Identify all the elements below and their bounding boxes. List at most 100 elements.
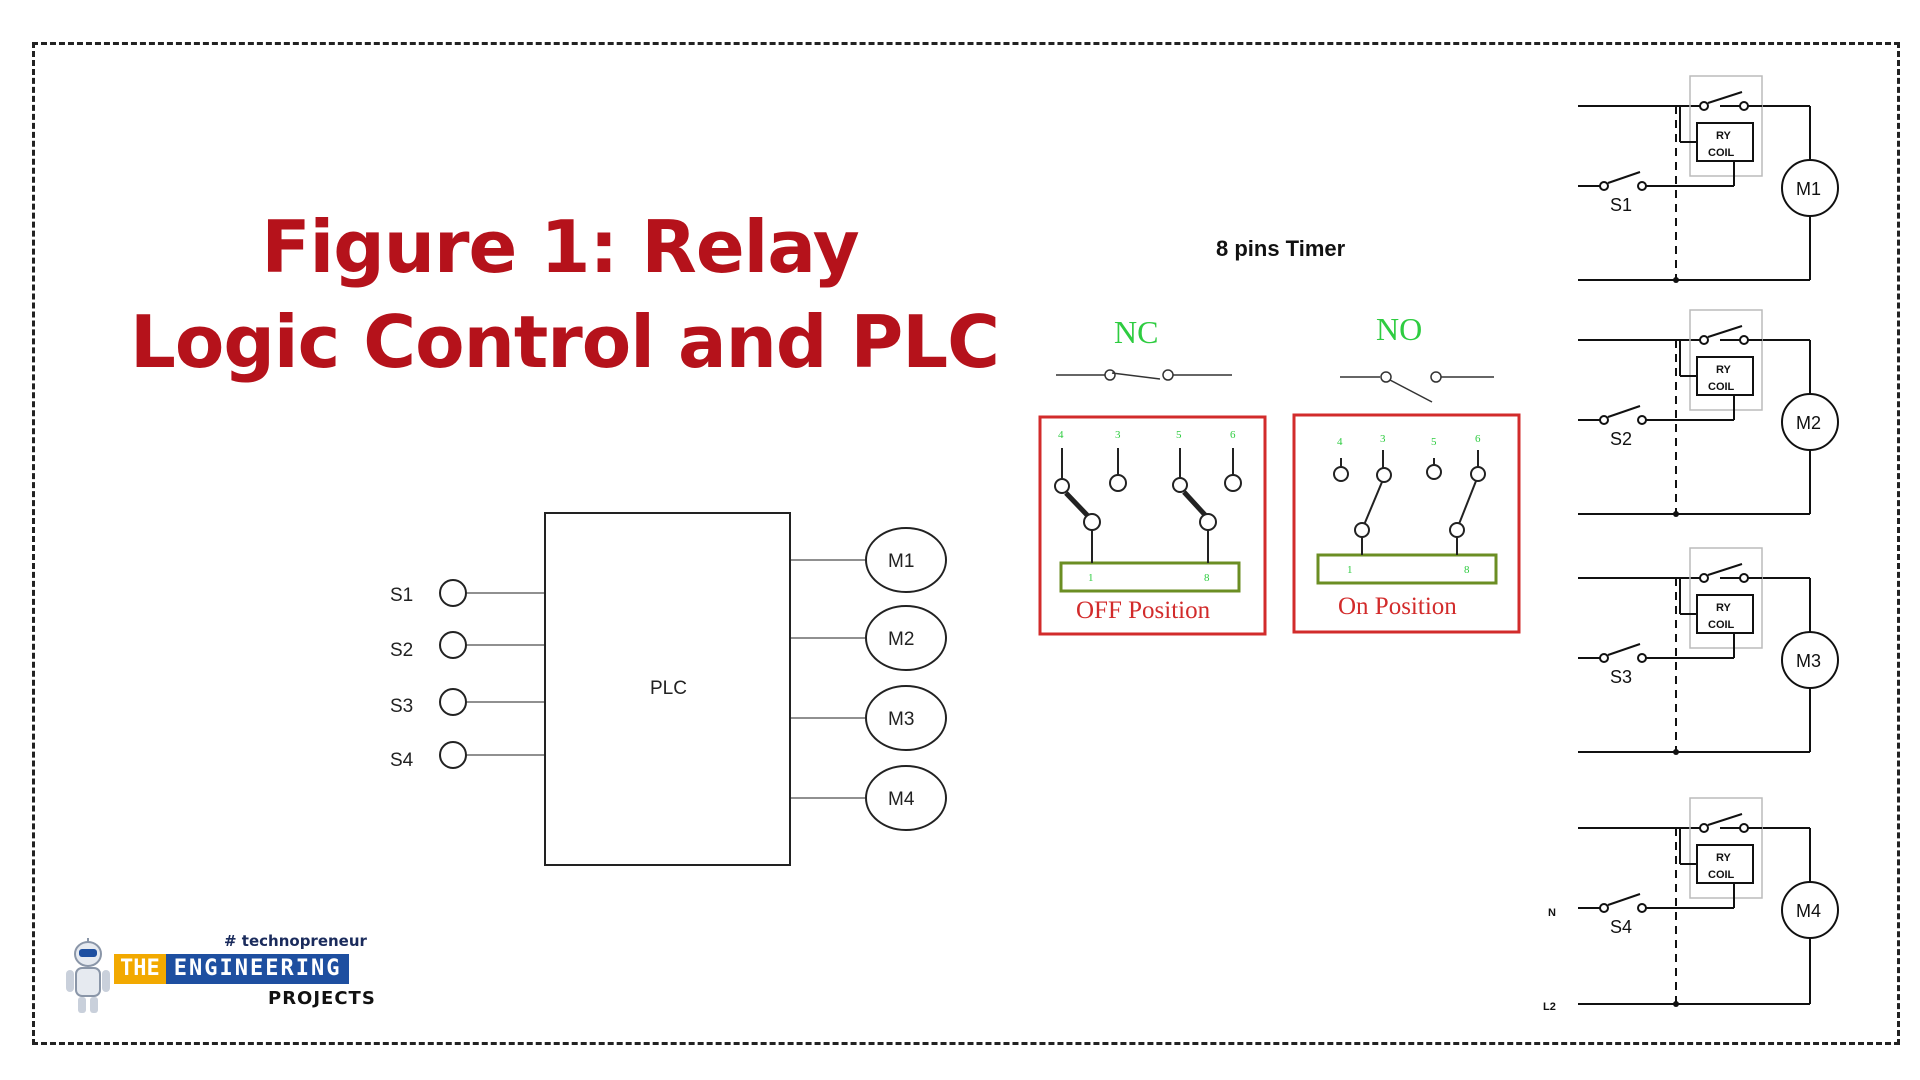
rung-2-contact-blade — [1707, 325, 1743, 338]
rung-3-coil-label-coil: COIL — [1708, 619, 1735, 631]
rung-3-switch-label: S3 — [1610, 667, 1632, 687]
plc-output-label-2: M2 — [888, 629, 914, 650]
off-pin-3: 3 — [1115, 429, 1121, 441]
timer-heading: 8 pins Timer — [1216, 236, 1346, 261]
rung-2-junction — [1673, 511, 1679, 517]
on-pin-8: 8 — [1464, 564, 1470, 576]
on-pin-5: 5 — [1431, 436, 1437, 448]
on-pin-6: 6 — [1475, 433, 1481, 445]
plc-output-label-4: M4 — [888, 789, 915, 810]
plc-output-4 — [790, 765, 947, 831]
rung-1-relay-housing — [1689, 75, 1763, 177]
plc-box — [544, 512, 791, 866]
rung-1-switch-a — [1599, 181, 1609, 191]
rung-1-contact-blade — [1707, 91, 1743, 104]
on-pin-1: 1 — [1347, 564, 1353, 576]
rung-3-coil-label-ry: RY — [1716, 602, 1732, 614]
no-contact-symbol — [1340, 371, 1494, 403]
logo-word-projects: PROJECTS — [268, 988, 376, 1009]
rung-4-junction — [1673, 1001, 1679, 1007]
rung-1-contact-a — [1699, 101, 1709, 111]
rung-2-switch-a — [1599, 415, 1609, 425]
rung-4-switch-b — [1637, 903, 1647, 913]
plc-output-label-1: M1 — [888, 551, 914, 572]
rung-3-switch-b — [1637, 653, 1647, 663]
on-position-caption: On Position — [1338, 593, 1457, 620]
plc-output-label-3: M3 — [888, 709, 914, 730]
logo-word-the: THE — [114, 954, 166, 984]
rung-4-switch-blade — [1607, 893, 1641, 906]
rung-1-switch-blade — [1607, 171, 1641, 184]
rung-1-switch-label: S1 — [1610, 195, 1632, 215]
logo-word-engineering: ENGINEERING — [165, 954, 350, 984]
rung-1-switch-b — [1637, 181, 1647, 191]
plc-output-1 — [790, 527, 947, 593]
rung-2-switch-blade — [1607, 405, 1641, 418]
dashed-border — [32, 42, 1900, 1045]
on-pin-3: 3 — [1380, 433, 1386, 445]
plc-label: PLC — [650, 678, 687, 699]
no-label: NO — [1376, 311, 1422, 347]
plc-diagram — [439, 512, 947, 866]
plc-input-2 — [439, 631, 545, 659]
rung-3-contact-a — [1699, 573, 1709, 583]
plc-input-4 — [439, 741, 545, 769]
rung-1-coil-label-coil: COIL — [1708, 147, 1735, 159]
nc-label: NC — [1114, 314, 1158, 350]
rung-3-coil-box — [1696, 594, 1754, 634]
on-position-panel — [1292, 413, 1521, 634]
plc-input-label-2: S2 — [390, 640, 413, 661]
rung-1-junction — [1673, 277, 1679, 283]
rung-3-switch-a — [1599, 653, 1609, 663]
rung-2-relay-housing — [1689, 309, 1763, 411]
line2-label: L2 — [1543, 1001, 1556, 1013]
plc-input-label-4: S4 — [390, 750, 414, 771]
off-pin-1: 1 — [1088, 572, 1094, 584]
rung-3-contact-b — [1739, 573, 1749, 583]
rung-1-motor-label: M1 — [1796, 179, 1821, 199]
robot-mascot-icon — [66, 938, 110, 1013]
rung-4-coil-box — [1696, 844, 1754, 884]
rung-4-contact-blade — [1707, 813, 1743, 826]
rung-2-switch-b — [1637, 415, 1647, 425]
rung-4-relay-housing — [1689, 797, 1763, 899]
plc-input-1 — [439, 579, 545, 607]
rung-3-motor-label: M3 — [1796, 651, 1821, 671]
rung-3-contact-blade — [1707, 563, 1743, 576]
plc-output-2 — [790, 605, 947, 671]
rung-4-switch-label: S4 — [1610, 917, 1632, 937]
title-line-1: Figure 1: Relay — [261, 205, 859, 289]
rung-2-motor-label: M2 — [1796, 413, 1821, 433]
rung-2-contact-a — [1699, 335, 1709, 345]
off-pin-5: 5 — [1176, 429, 1182, 441]
rung-4-contact-a — [1699, 823, 1709, 833]
off-position-panel — [1038, 415, 1267, 636]
rung-4-coil-label-ry: RY — [1716, 852, 1732, 864]
rung-2-switch-label: S2 — [1610, 429, 1632, 449]
off-position-caption: OFF Position — [1076, 597, 1211, 624]
rung-2-coil-label-ry: RY — [1716, 364, 1732, 376]
title-line-2: Logic Control and PLC — [130, 300, 1000, 384]
rung-4-coil-label-coil: COIL — [1708, 869, 1735, 881]
rung-2-coil-label-coil: COIL — [1708, 381, 1735, 393]
neutral-label: N — [1548, 907, 1556, 919]
plc-input-3 — [439, 688, 545, 716]
on-pin-4: 4 — [1337, 436, 1343, 448]
rung-4-switch-a — [1599, 903, 1609, 913]
rung-1-coil-label-ry: RY — [1716, 130, 1732, 142]
off-pin-4: 4 — [1058, 429, 1064, 441]
rung-4-motor-label: M4 — [1796, 901, 1821, 921]
rung-3-junction — [1673, 749, 1679, 755]
nc-contact-symbol — [1056, 369, 1232, 381]
rung-1-contact-b — [1739, 101, 1749, 111]
figure-title: Figure 1: Relay Logic Control and PLC — [130, 200, 1000, 390]
rung-3-relay-housing — [1689, 547, 1763, 649]
engineering-projects-logo: # technopreneur THE ENGINEERING PROJECTS — [62, 932, 375, 1013]
off-pin-8: 8 — [1204, 572, 1210, 584]
rung-2-contact-b — [1739, 335, 1749, 345]
rung-3-switch-blade — [1607, 643, 1641, 656]
plc-output-3 — [790, 685, 947, 751]
plc-input-label-1: S1 — [390, 585, 413, 606]
